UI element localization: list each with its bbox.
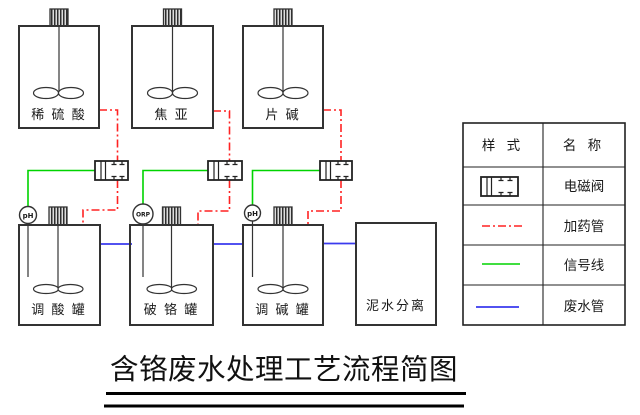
valve-contacts	[335, 161, 349, 180]
bottom-tank-1: pH 调 酸 罐	[18, 205, 101, 326]
impeller-blade	[146, 283, 173, 295]
valve-contacts	[111, 161, 125, 180]
tank-label: 破 铬 罐	[144, 302, 200, 317]
ph-meter-2-label: pH	[247, 210, 258, 218]
signal-line-3	[251, 169, 320, 206]
dosing-pipes	[82, 109, 342, 225]
impeller-blade	[282, 86, 309, 100]
ph-meter-2	[243, 204, 262, 222]
tank-body	[242, 25, 324, 129]
agitator-motor	[273, 206, 293, 226]
impeller-blade	[257, 86, 284, 100]
dosing-pipe-2-upper	[213, 110, 231, 161]
impeller-blade	[257, 283, 284, 295]
impeller-blade	[282, 283, 309, 295]
signal-lines	[27, 169, 320, 207]
tank-label: 调 酸 罐	[31, 302, 87, 317]
agitator-motor	[48, 206, 68, 226]
impeller-blade	[57, 86, 85, 100]
legend-header-name: 名 称	[563, 138, 605, 153]
tank-body	[18, 224, 101, 326]
agitator-motor	[162, 8, 183, 27]
signal-line-1	[27, 169, 95, 207]
legend-table: 样 式 名 称 电磁阀 加药管 信号线 废水管	[462, 122, 626, 326]
solenoid-valve-3	[319, 160, 353, 181]
tank-body	[129, 224, 214, 326]
dosing-pipe-1-lower	[82, 180, 119, 225]
valve-body	[94, 160, 129, 181]
bottom-tank-2: ORP 破 铬 罐	[129, 203, 214, 326]
orp-meter-label: ORP	[136, 212, 151, 219]
dosing-pipe-3-upper	[323, 109, 342, 161]
impeller-blade	[32, 86, 60, 100]
impeller-blade	[32, 283, 60, 295]
waste-pipes	[99, 242, 356, 245]
diagram-title-block: 含铬废水处理工艺流程简图	[104, 354, 466, 408]
valve-body	[319, 160, 353, 181]
ph-meter-1	[18, 205, 38, 225]
agitator-motor	[49, 8, 69, 27]
tank-body	[18, 25, 100, 129]
signal-line-2	[142, 169, 208, 205]
tank-label: 调 碱 罐	[255, 302, 311, 317]
bottom-tank-3: pH 调 碱 罐	[242, 204, 324, 326]
legend-header-style: 样 式	[482, 138, 524, 153]
dosing-pipe-2-lower	[197, 180, 231, 225]
separation-box-body	[355, 222, 437, 326]
ph-meter-1-label: pH	[23, 212, 34, 220]
legend-row-3-name: 信号线	[564, 258, 605, 273]
separation-box: 泥水分离	[355, 222, 437, 326]
valve-body	[207, 160, 243, 181]
valve-contacts	[224, 161, 238, 180]
orp-meter	[132, 203, 154, 225]
agitator-motor	[161, 206, 182, 226]
dosing-pipe-1-upper	[99, 109, 119, 161]
top-tank-3: 片 碱	[242, 8, 324, 129]
tank-body	[242, 224, 324, 326]
top-tank-1: 稀 硫 酸	[18, 8, 100, 129]
tank-label: 片 碱	[265, 107, 300, 122]
top-tank-2: 焦 亚	[131, 8, 214, 129]
solenoid-valves	[94, 160, 353, 181]
impeller-blade	[171, 86, 199, 100]
legend-border	[462, 122, 626, 326]
solenoid-valve-1	[94, 160, 129, 181]
tank-label: 稀 硫 酸	[31, 107, 87, 122]
separation-box-label: 泥水分离	[366, 298, 426, 313]
legend-row-1-name: 电磁阀	[564, 179, 605, 194]
legend-row-4-name: 废水管	[564, 299, 605, 314]
impeller-blade	[57, 283, 84, 295]
tank-body	[131, 25, 214, 129]
tank-label: 焦 亚	[154, 107, 189, 122]
solenoid-valve-2	[207, 160, 243, 181]
diagram-title: 含铬废水处理工艺流程简图	[110, 354, 458, 386]
legend-valve-symbol	[480, 176, 519, 197]
impeller-blade	[170, 283, 198, 295]
impeller-blade	[146, 86, 174, 100]
dosing-pipe-3-lower	[307, 180, 342, 225]
legend-row-2-name: 加药管	[564, 219, 605, 234]
agitator-motor	[273, 8, 293, 27]
